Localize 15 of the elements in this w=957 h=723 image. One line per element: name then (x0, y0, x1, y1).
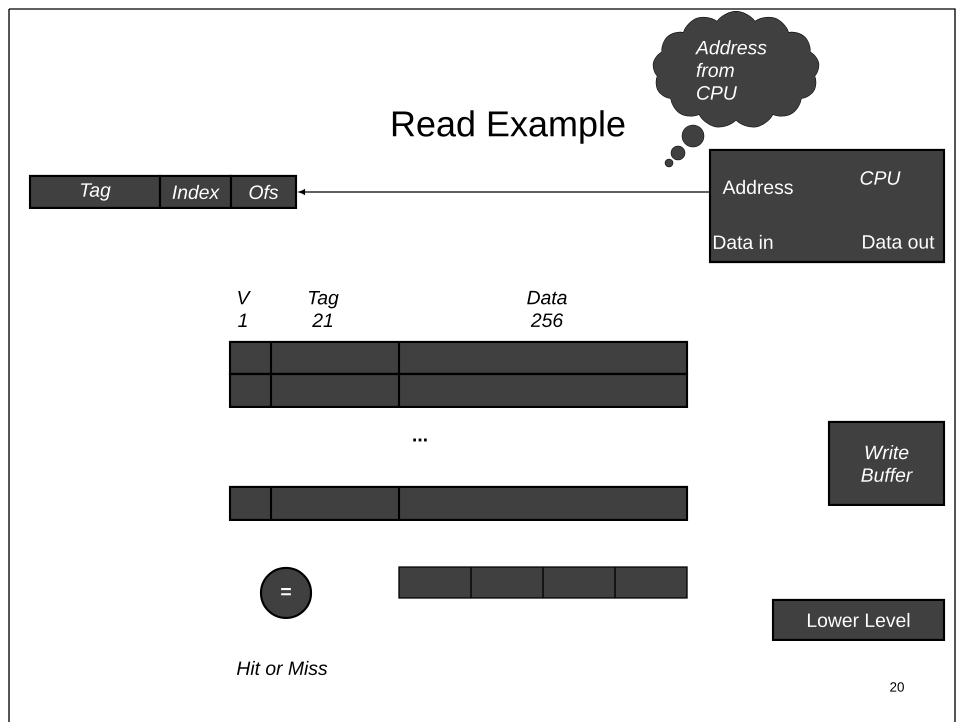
column-header: V 1 (238, 291, 251, 327)
address-field: Tag (28, 174, 162, 210)
page-number: 20 (890, 682, 904, 692)
column-header: Tag 21 (308, 291, 339, 327)
arrow (298, 189, 709, 195)
address-field: Ofs (230, 174, 298, 210)
lower-level-box: Lower Level (772, 598, 946, 642)
cpu-box: CPU Address Data in Data out (708, 148, 946, 264)
thought-cloud: Address from CPU (652, 11, 820, 168)
title: Read Example (392, 110, 624, 144)
write-buffer-box: Write Buffer (828, 420, 946, 506)
ellipsis: ... (413, 438, 427, 442)
caption: Hit or Miss (236, 660, 328, 676)
address-field: Index (158, 174, 232, 210)
column-header: Data 256 (527, 290, 567, 328)
